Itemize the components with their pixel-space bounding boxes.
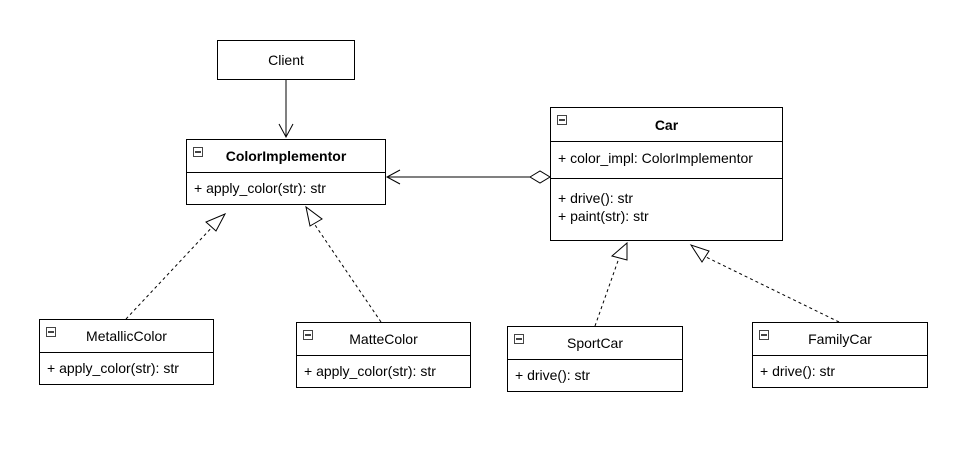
class-name: ColorImplementor: [225, 148, 347, 164]
familycar-class[interactable]: FamilyCar + drive(): str: [752, 322, 928, 388]
method: + apply_color(str): str: [47, 360, 179, 376]
sportcar-class[interactable]: SportCar + drive(): str: [507, 326, 683, 392]
method: + paint(str): str: [558, 208, 649, 224]
sportcar-inheritance-edge: [594, 241, 628, 327]
aggregation-diamond-icon: [529, 170, 551, 184]
car-class[interactable]: Car + color_impl: ColorImplementor + dri…: [550, 107, 783, 241]
methods-section: + apply_color(str): str: [297, 356, 470, 380]
mattecolor-class[interactable]: MatteColor + apply_color(str): str: [296, 322, 471, 388]
generalization-triangle-icon: [610, 241, 628, 261]
class-name: Car: [654, 116, 679, 133]
class-header: SportCar: [508, 327, 682, 360]
class-header: MatteColor: [297, 323, 470, 356]
colorimplementor-class[interactable]: ColorImplementor + apply_color(str): str: [186, 139, 386, 205]
realization-triangle-icon: [305, 205, 323, 227]
familycar-inheritance-edge: [689, 244, 840, 323]
collapse-icon[interactable]: [759, 330, 769, 340]
methods-section: + apply_color(str): str: [40, 353, 213, 377]
collapse-icon[interactable]: [557, 115, 567, 125]
methods-section: + apply_color(str): str: [187, 173, 385, 197]
attributes-section: + color_impl: ColorImplementor: [551, 142, 782, 179]
client-label: Client: [268, 52, 304, 68]
methods-section: + drive(): str + paint(str): str: [551, 179, 782, 225]
class-name: MetallicColor: [86, 328, 167, 344]
collapse-icon[interactable]: [46, 327, 56, 337]
class-header: FamilyCar: [753, 323, 927, 356]
class-header: ColorImplementor: [187, 140, 385, 173]
attribute: + color_impl: ColorImplementor: [558, 150, 753, 166]
realization-triangle-icon: [205, 212, 227, 232]
method: + apply_color(str): str: [194, 180, 326, 196]
mattecolor-realization-edge: [305, 205, 382, 323]
class-header: Car: [551, 108, 782, 142]
method: + drive(): str: [760, 363, 836, 379]
class-name: SportCar: [566, 335, 624, 351]
collapse-icon[interactable]: [193, 147, 203, 157]
car-aggregation-edge: [385, 169, 551, 185]
class-header: MetallicColor: [40, 320, 213, 353]
metalliccolor-class[interactable]: MetallicColor + apply_color(str): str: [39, 319, 214, 385]
method: + drive(): str: [558, 190, 634, 206]
client-box[interactable]: Client: [217, 40, 355, 80]
class-name: FamilyCar: [808, 331, 872, 347]
metalliccolor-realization-edge: [125, 212, 227, 320]
method: + apply_color(str): str: [304, 363, 436, 379]
generalization-triangle-icon: [689, 244, 710, 263]
class-name: MatteColor: [349, 331, 418, 347]
client-to-colorimplementor-arrow: [278, 80, 294, 139]
method: + drive(): str: [515, 367, 591, 383]
methods-section: + drive(): str: [508, 360, 682, 384]
methods-section: + drive(): str: [753, 356, 927, 380]
collapse-icon[interactable]: [514, 334, 524, 344]
collapse-icon[interactable]: [303, 330, 313, 340]
